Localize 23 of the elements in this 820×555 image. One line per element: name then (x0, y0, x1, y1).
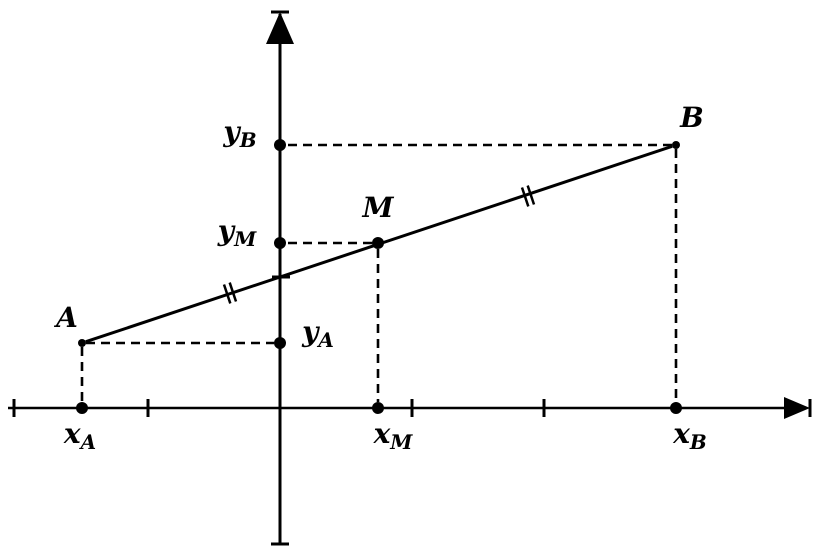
point-label: y$_{A}$ (302, 318, 334, 350)
point-dot (78, 339, 86, 347)
point-dot (274, 337, 286, 349)
point-label: y$_{B}$ (223, 118, 257, 150)
point-dot (670, 402, 682, 414)
point-label: y$_{M}$ (218, 217, 256, 249)
point-label: B (680, 104, 704, 132)
point-label: x$_{M}$ (374, 420, 412, 452)
dashed-projection-line (80, 347, 84, 402)
dashed-projection-line (376, 249, 380, 402)
line-segment (85, 144, 673, 344)
point-label: A (56, 304, 78, 332)
point-dot (372, 402, 384, 414)
point-label: M (362, 194, 394, 222)
point-dot (672, 141, 680, 149)
point-dot (274, 139, 286, 151)
point-dot (372, 237, 384, 249)
point-dot (76, 402, 88, 414)
dashed-projection-line (286, 242, 372, 244)
point-label: x$_{B}$ (673, 420, 707, 452)
dashed-projection-line (286, 144, 672, 146)
point-label: x$_{A}$ (64, 420, 96, 452)
point-dot (274, 237, 286, 249)
